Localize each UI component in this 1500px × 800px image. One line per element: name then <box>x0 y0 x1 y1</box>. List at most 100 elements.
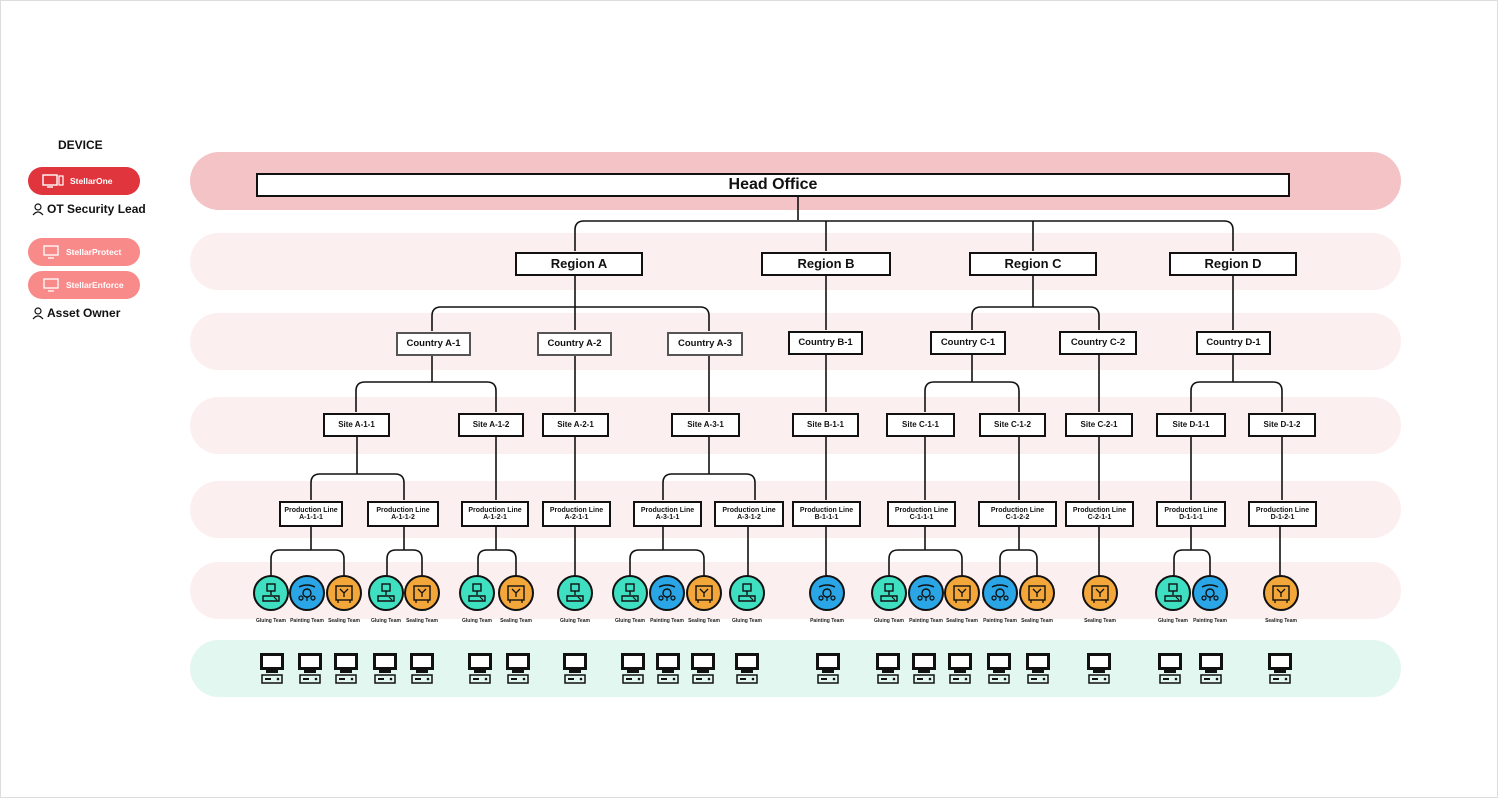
painting-team-node[interactable] <box>649 575 685 611</box>
gluing-team-node[interactable] <box>557 575 593 611</box>
sealing-machine-icon <box>507 585 525 603</box>
production-line-code: A-2-1-1 <box>564 514 589 521</box>
site-node[interactable]: Site C-1-2 <box>979 413 1046 437</box>
desktop-computer-icon <box>1267 652 1293 686</box>
sealing-team-label: Sealing Team <box>406 618 438 624</box>
site-node[interactable]: Site A-2-1 <box>542 413 609 437</box>
site-node[interactable]: Site D-1-2 <box>1248 413 1316 437</box>
sealing-team-label: Sealing Team <box>328 618 360 624</box>
desktop-computer-icon <box>259 652 285 686</box>
desktop-computer-icon <box>734 652 760 686</box>
painting-team-label: Painting Team <box>290 618 324 624</box>
country-node[interactable]: Country D-1 <box>1196 331 1271 355</box>
sealing-team-node[interactable] <box>1263 575 1299 611</box>
production-line-code: C-1-1-1 <box>909 514 934 521</box>
sealing-team-node[interactable] <box>326 575 362 611</box>
sealing-machine-icon <box>1091 585 1109 603</box>
site-node[interactable]: Site A-3-1 <box>671 413 740 437</box>
legend-stellarprotect-label: StellarProtect <box>66 247 122 257</box>
gluing-team-node[interactable] <box>1155 575 1191 611</box>
gluing-team-node[interactable] <box>253 575 289 611</box>
site-node[interactable]: Site D-1-1 <box>1156 413 1226 437</box>
painting-team-node[interactable] <box>809 575 845 611</box>
sealing-team-label: Sealing Team <box>500 618 532 624</box>
gluing-team-label: Gluing Team <box>1158 618 1188 624</box>
desktop-computer-icon <box>815 652 841 686</box>
country-node[interactable]: Country A-1 <box>396 332 471 356</box>
gluing-team-node[interactable] <box>729 575 765 611</box>
sealing-team-node[interactable] <box>404 575 440 611</box>
desktop-computer-icon <box>690 652 716 686</box>
region-node[interactable]: Region B <box>761 252 891 276</box>
production-line-code: A-1-1-2 <box>391 514 415 521</box>
sealing-team-label: Sealing Team <box>946 618 978 624</box>
gluing-icon <box>1164 583 1182 602</box>
production-line-code: D-1-2-1 <box>1270 514 1295 521</box>
sealing-machine-icon <box>953 585 971 603</box>
role-asset-owner: Asset Owner <box>32 306 120 320</box>
monitor-icon <box>42 174 64 188</box>
role-ot-security-lead: OT Security Lead <box>32 202 146 216</box>
desktop-computer-icon <box>947 652 973 686</box>
legend-stellarenforce[interactable]: StellarEnforce <box>28 271 140 299</box>
production-line-label: Production Line <box>468 506 522 514</box>
site-node[interactable]: Site A-1-2 <box>458 413 524 437</box>
production-line-label: Production Line <box>894 506 949 514</box>
gluing-team-node[interactable] <box>612 575 648 611</box>
sealing-team-node[interactable] <box>944 575 980 611</box>
sealing-machine-icon <box>1028 585 1046 603</box>
production-line-label: Production Line <box>990 506 1045 514</box>
gluing-team-node[interactable] <box>459 575 495 611</box>
sealing-team-label: Sealing Team <box>1084 618 1116 624</box>
painting-team-node[interactable] <box>908 575 944 611</box>
gluing-icon <box>880 583 898 602</box>
region-node[interactable]: Region C <box>969 252 1097 276</box>
gluing-team-label: Gluing Team <box>462 618 492 624</box>
country-node[interactable]: Country C-1 <box>930 331 1006 355</box>
sealing-team-node[interactable] <box>1019 575 1055 611</box>
site-node[interactable]: Site A-1-1 <box>323 413 390 437</box>
painting-team-node[interactable] <box>289 575 325 611</box>
gluing-team-label: Gluing Team <box>371 618 401 624</box>
painting-team-node[interactable] <box>982 575 1018 611</box>
monitor-icon <box>43 278 59 292</box>
painting-team-label: Painting Team <box>650 618 684 624</box>
country-node[interactable]: Country B-1 <box>788 331 863 355</box>
desktop-computer-icon <box>875 652 901 686</box>
country-node[interactable]: Country A-3 <box>667 332 743 356</box>
gluing-team-node[interactable] <box>368 575 404 611</box>
production-line-code: C-1-2-2 <box>1005 514 1030 521</box>
head-office-node[interactable]: Head Office <box>256 173 1290 197</box>
sealing-team-node[interactable] <box>498 575 534 611</box>
site-node[interactable]: Site B-1-1 <box>792 413 859 437</box>
desktop-computer-icon <box>911 652 937 686</box>
legend-stellarprotect[interactable]: StellarProtect <box>28 238 140 266</box>
region-node[interactable]: Region A <box>515 252 643 276</box>
sealing-team-node[interactable] <box>686 575 722 611</box>
site-node[interactable]: Site C-1-1 <box>886 413 955 437</box>
sealing-team-node[interactable] <box>1082 575 1118 611</box>
country-node[interactable]: Country C-2 <box>1059 331 1137 355</box>
production-line-code: A-3-1-2 <box>737 514 761 521</box>
region-node[interactable]: Region D <box>1169 252 1297 276</box>
production-line-code: B-1-1-1 <box>814 514 839 521</box>
painting-team-node[interactable] <box>1192 575 1228 611</box>
site-node[interactable]: Site C-2-1 <box>1065 413 1133 437</box>
country-node[interactable]: Country A-2 <box>537 332 612 356</box>
legend-stellarone[interactable]: StellarOne <box>28 167 140 195</box>
gluing-icon <box>738 583 756 602</box>
production-line-label: Production Line <box>549 506 604 514</box>
gluing-team-node[interactable] <box>871 575 907 611</box>
